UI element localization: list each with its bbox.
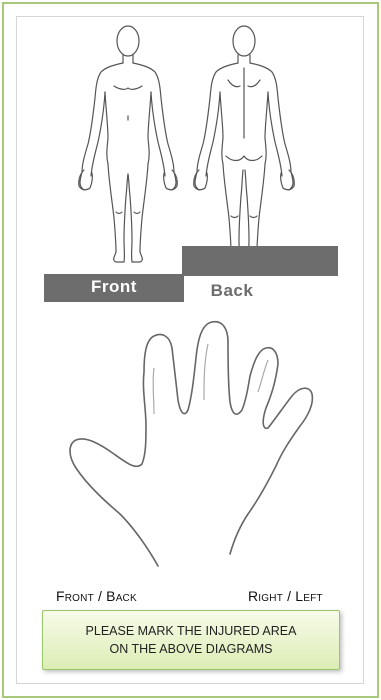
- instruction-box: PLEASE MARK THE INJURED AREA ON THE ABOV…: [42, 610, 340, 670]
- back-body-outline-icon: [188, 20, 300, 266]
- hand-outline-icon: [62, 314, 332, 576]
- back-body-figure[interactable]: [188, 20, 300, 266]
- instruction-line-1: PLEASE MARK THE INJURED AREA: [86, 622, 297, 640]
- right-left-caption: Right / Left: [248, 588, 323, 604]
- front-body-outline-icon: [72, 20, 184, 266]
- back-tab-bar: [182, 246, 338, 276]
- front-back-caption: Front / Back: [56, 588, 137, 604]
- instruction-line-2: ON THE ABOVE DIAGRAMS: [86, 640, 297, 658]
- front-body-figure[interactable]: [72, 20, 184, 266]
- front-label[interactable]: Front: [44, 277, 184, 297]
- hand-figure[interactable]: [62, 314, 332, 576]
- back-label[interactable]: Back: [182, 281, 282, 301]
